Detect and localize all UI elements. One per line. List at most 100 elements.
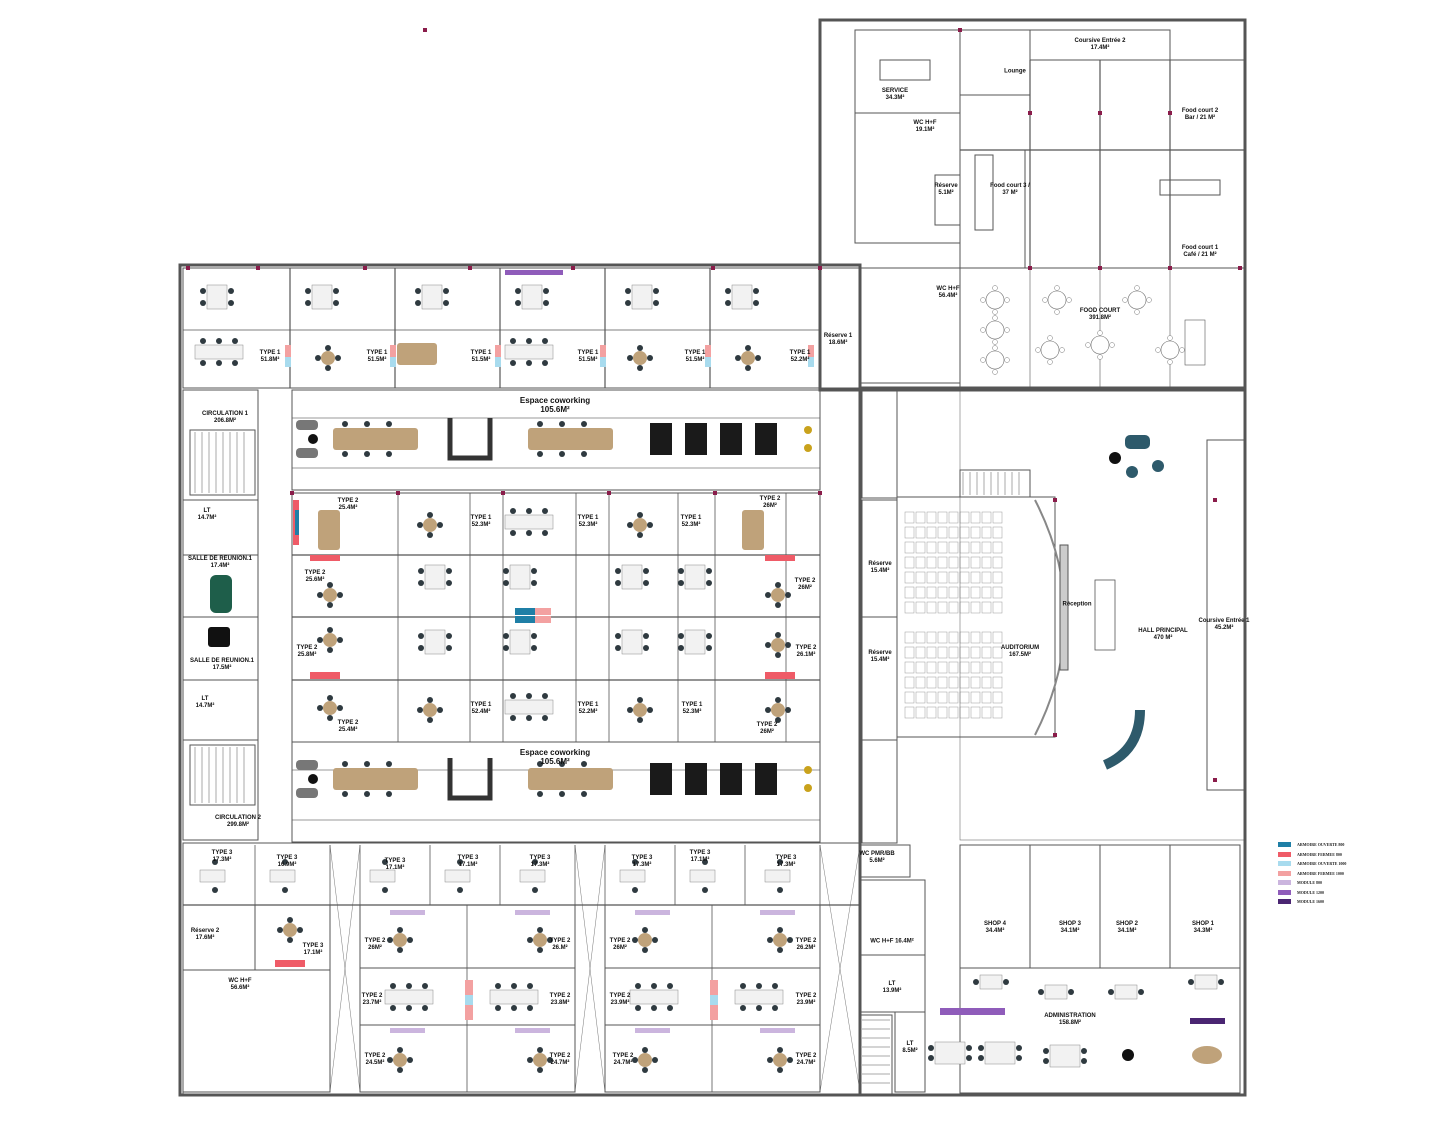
auditorium-seat xyxy=(937,661,948,674)
chair xyxy=(200,360,206,366)
auditorium-seat xyxy=(937,601,948,614)
pouf xyxy=(804,784,812,792)
chair xyxy=(228,300,234,306)
room-area: 37 M² xyxy=(1002,190,1018,196)
auditorium-seat xyxy=(959,511,970,524)
chair xyxy=(787,1057,793,1063)
chair xyxy=(526,715,532,721)
auditorium-seat xyxy=(915,631,926,644)
sofa xyxy=(296,448,318,458)
column xyxy=(818,266,822,270)
chair xyxy=(785,707,791,713)
room-area: 24.7M² xyxy=(796,1060,816,1066)
chair xyxy=(625,288,631,294)
room-area: 5.6M² xyxy=(869,858,885,864)
room-area: 15.4M² xyxy=(870,568,890,574)
room-area: 52.3M² xyxy=(682,709,702,715)
chair xyxy=(542,715,548,721)
room-name: TYPE 1 xyxy=(577,515,599,521)
chair xyxy=(632,859,638,865)
chair xyxy=(1134,309,1140,315)
desk xyxy=(1114,984,1138,1000)
storage-cabinet xyxy=(310,672,340,679)
auditorium-seat xyxy=(915,601,926,614)
legend-swatch xyxy=(1278,851,1291,857)
auditorium-seat xyxy=(981,631,992,644)
chair xyxy=(702,859,708,865)
chair xyxy=(1138,989,1144,995)
chair xyxy=(992,369,998,375)
room-area: 5.1M² xyxy=(938,190,954,196)
room-area: 52.4M² xyxy=(471,709,491,715)
chair xyxy=(765,707,771,713)
room-name: TYPE 2 xyxy=(795,1053,817,1059)
chair xyxy=(1109,342,1115,348)
chair xyxy=(527,983,533,989)
room-area: 23.9M² xyxy=(796,1000,816,1006)
room-name: WC H+F 16.4M² xyxy=(870,938,914,945)
chair xyxy=(407,937,413,943)
room-name: AUDITORIUM xyxy=(1000,645,1040,651)
room-name: TYPE 2 xyxy=(337,498,359,504)
chair xyxy=(1035,347,1041,353)
stair xyxy=(859,1014,893,1096)
meeting-table xyxy=(1192,1046,1222,1064)
column xyxy=(1098,111,1102,115)
auditorium-seat xyxy=(948,661,959,674)
legend-label: ARMOIRE OUVERTE 1000 xyxy=(1297,861,1347,867)
chair xyxy=(992,339,998,345)
meeting-table xyxy=(323,633,337,647)
chair xyxy=(397,947,403,953)
room-area: 25.8M² xyxy=(297,652,317,658)
chair xyxy=(642,1047,648,1053)
chair xyxy=(387,937,393,943)
room-area: 26.2M² xyxy=(796,945,816,951)
chair xyxy=(510,338,516,344)
auditorium-seat xyxy=(970,511,981,524)
room-name: TYPE 1 xyxy=(366,350,388,356)
chair xyxy=(627,707,633,713)
chair xyxy=(527,1005,533,1011)
auditorium-seat xyxy=(948,586,959,599)
auditorium-seat xyxy=(904,541,915,554)
chair xyxy=(305,288,311,294)
auditorium-seat xyxy=(937,571,948,584)
chair xyxy=(627,522,633,528)
auditorium-seat xyxy=(904,661,915,674)
chair xyxy=(627,355,633,361)
chair xyxy=(526,360,532,366)
storage-cabinet xyxy=(495,345,501,357)
room-name: TYPE 2 xyxy=(612,1053,634,1059)
chair xyxy=(511,983,517,989)
chair xyxy=(397,1067,403,1073)
room-name: Réserve 1 xyxy=(823,333,853,339)
auditorium-seat xyxy=(992,691,1003,704)
room-area: 51.8M² xyxy=(260,357,280,363)
chair xyxy=(753,300,759,306)
chair xyxy=(992,345,998,351)
chair xyxy=(756,1005,762,1011)
chair xyxy=(427,512,433,518)
chair xyxy=(446,645,452,651)
auditorium-seat xyxy=(926,556,937,569)
auditorium-seat xyxy=(959,661,970,674)
desk xyxy=(984,1041,1016,1065)
chair xyxy=(397,1047,403,1053)
room-label: WC H+F 16.4M² xyxy=(870,939,914,946)
chair xyxy=(342,791,348,797)
room-name: SHOP 4 xyxy=(984,921,1006,927)
chair xyxy=(637,697,643,703)
auditorium-seat xyxy=(992,631,1003,644)
pouf xyxy=(804,766,812,774)
meeting-table xyxy=(323,588,337,602)
coworking-table xyxy=(333,768,418,790)
